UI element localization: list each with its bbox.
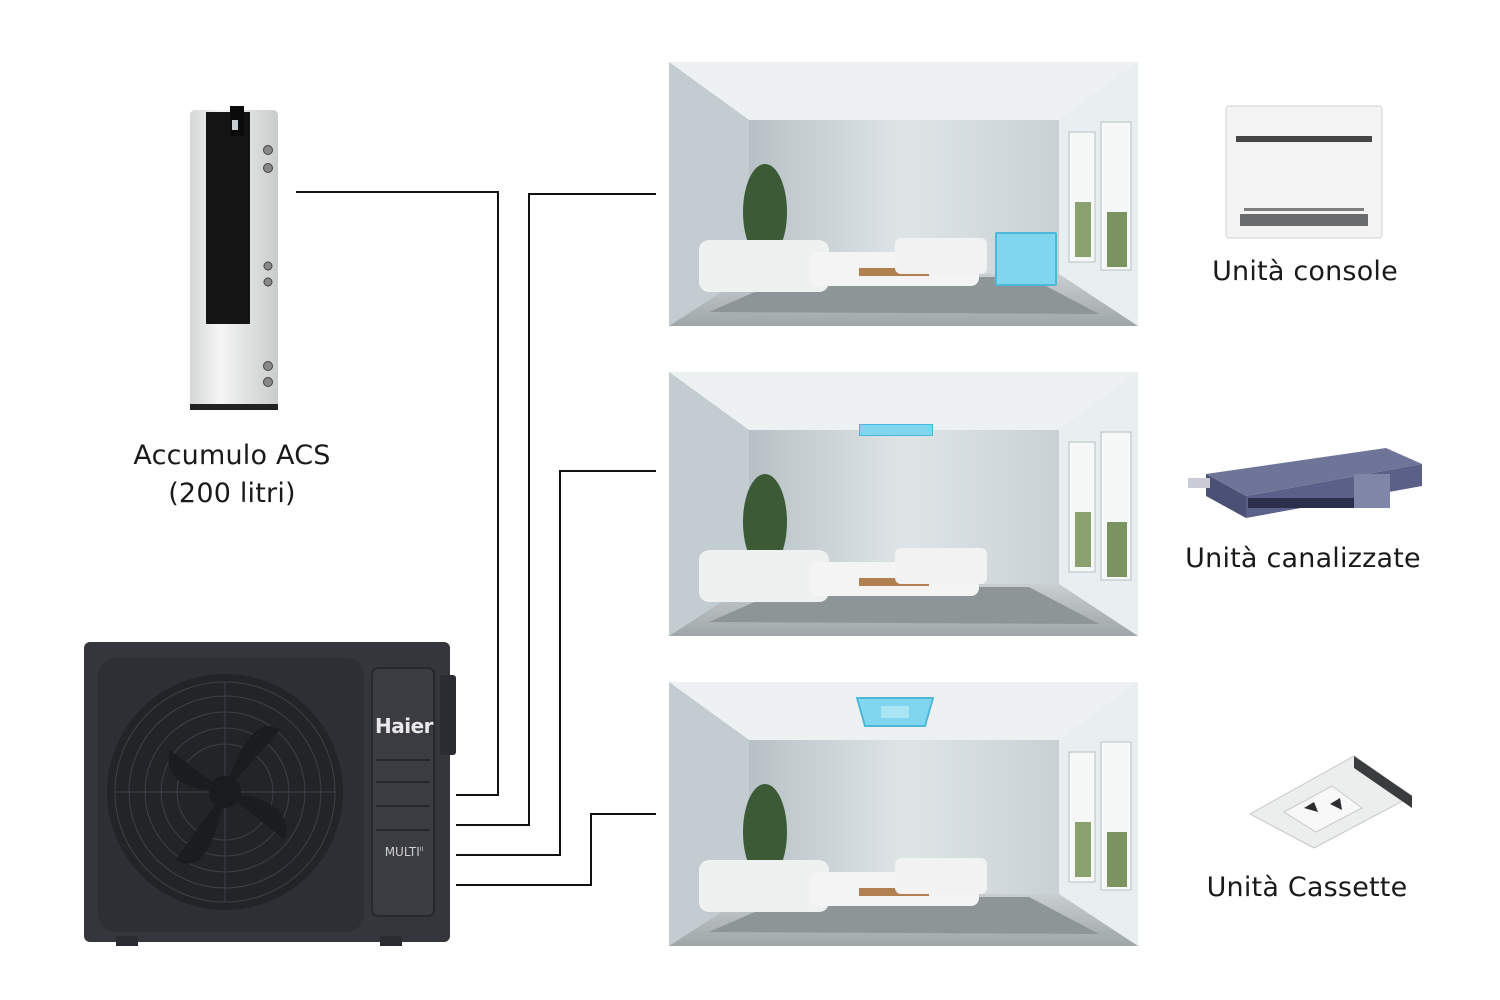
tank-label-line2: (200 litri) (168, 478, 296, 509)
console-connector-line (456, 193, 656, 826)
highlighted-cassette-unit (855, 697, 935, 727)
room-illustration (669, 682, 1138, 946)
tank-connector-line (296, 191, 499, 796)
room-scene-console (669, 62, 1138, 326)
tank-illustration (190, 106, 278, 410)
model-badge-sup: II (419, 846, 424, 853)
room-illustration (669, 372, 1138, 636)
model-badge-text: MULTI (384, 845, 420, 859)
tank-label: Accumulo ACS (200 litri) (100, 437, 364, 513)
room-illustration (669, 62, 1138, 326)
outdoor-unit: Haier MULTIII (80, 640, 460, 950)
tank-label-line1: Accumulo ACS (133, 440, 331, 471)
console-unit-image (1224, 104, 1384, 240)
ducted-connector-line (456, 470, 656, 856)
room-scene-cassette (669, 682, 1138, 946)
indoor-label-ducted: Unità canalizzate (1185, 543, 1421, 574)
cassette-unit-image (1244, 752, 1416, 852)
cassette-connector-line (456, 813, 656, 886)
hot-water-tank (186, 104, 282, 414)
room-scene-ducted (669, 372, 1138, 636)
brand-logo: Haier (374, 714, 434, 738)
highlighted-console-unit (995, 232, 1057, 286)
indoor-label-console: Unità console (1212, 256, 1398, 287)
console-unit-illustration (1225, 105, 1383, 239)
indoor-label-cassette: Unità Cassette (1206, 872, 1408, 903)
outdoor-unit-illustration (84, 642, 456, 946)
ducted-unit-illustration (1188, 448, 1422, 518)
model-badge: MULTIII (374, 845, 434, 859)
cassette-unit-illustration (1248, 755, 1413, 849)
highlighted-ducted-grille (859, 424, 933, 436)
ducted-unit-image (1186, 444, 1430, 526)
